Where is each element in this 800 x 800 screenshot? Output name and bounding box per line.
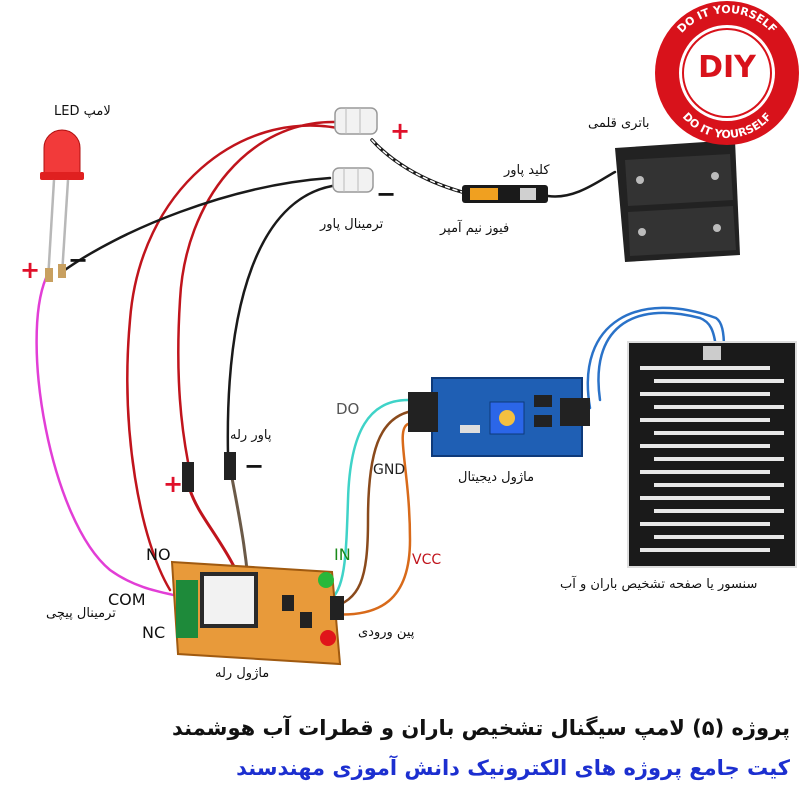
- polarity-minus-led: −: [68, 246, 89, 274]
- rain-sensor-plate: [627, 341, 797, 568]
- title-line-2: کیت جامع پروژه های الکترونیک دانش آموزی …: [236, 756, 790, 780]
- wire-cyan-do: [326, 398, 410, 604]
- polarity-plus-terminal: +: [390, 117, 411, 145]
- label-screw-terminal: ترمینال پیچی: [46, 606, 116, 621]
- wire-blue-sensor-2: [586, 306, 726, 410]
- label-led-lamp: لامپ LED: [54, 104, 111, 119]
- wire-blue-sensor-1: [597, 311, 718, 402]
- power-terminal: [332, 107, 378, 193]
- label-input-pins: پین ورودی: [358, 625, 415, 640]
- label-fuse: فیوز نیم آمپر: [440, 221, 510, 236]
- label-digital-module: ماژول دیجیتال: [458, 470, 535, 485]
- wire-brown-gnd: [328, 410, 410, 610]
- wires: [35, 120, 726, 616]
- polarity-minus-terminal: −: [376, 180, 397, 208]
- wire-black-terminal-to-relay: [226, 184, 334, 457]
- digital-module: [408, 377, 590, 457]
- led-lamp: [40, 129, 84, 281]
- pin-label-do: DO: [336, 400, 360, 418]
- power-switch: [462, 185, 548, 203]
- label-battery: باتری قلمی: [588, 116, 650, 131]
- wire-pink-led-to-com: [35, 276, 180, 598]
- title-line-1: پروژه (۵) لامپ سیگنال تشخیص باران و قطرا…: [172, 716, 790, 740]
- polarity-plus-led: +: [20, 256, 41, 284]
- sensor-traces: [640, 366, 784, 552]
- wire-orange-vcc: [328, 422, 412, 616]
- pin-label-nc: NC: [142, 623, 166, 642]
- wire-twisted-white: [371, 139, 463, 193]
- wire-red-led-to-no: [126, 124, 340, 592]
- diy-badge: DO IT YOURSELF DO IT YOURSELF: [655, 1, 799, 145]
- label-relay-module: ماژول رله: [215, 666, 270, 681]
- pin-label-vcc: VCC: [412, 552, 442, 568]
- pin-label-in: IN: [334, 545, 351, 564]
- badge-center-text: DIY: [698, 50, 756, 85]
- polarity-minus-relay: −: [244, 452, 265, 480]
- relay-module: [170, 560, 344, 666]
- label-power-switch: کلید پاور: [504, 163, 550, 178]
- pin-label-gnd: GND: [373, 462, 406, 478]
- pin-label-no: NO: [146, 545, 171, 564]
- pin-label-com: COM: [108, 590, 146, 609]
- label-power-terminal: ترمینال پاور: [320, 217, 384, 232]
- polarity-plus-relay: +: [163, 470, 184, 498]
- label-rain-sensor: سنسور یا صفحه تشخیص باران و آب: [560, 577, 758, 592]
- wire-red-power-to-relay: [177, 120, 338, 464]
- connector-housings: [45, 264, 236, 492]
- battery-holder: [615, 140, 740, 262]
- wire-switch-to-battery: [546, 170, 617, 198]
- wire-black-led-to-terminal: [60, 176, 332, 274]
- label-relay-power: پاور رله: [230, 428, 272, 443]
